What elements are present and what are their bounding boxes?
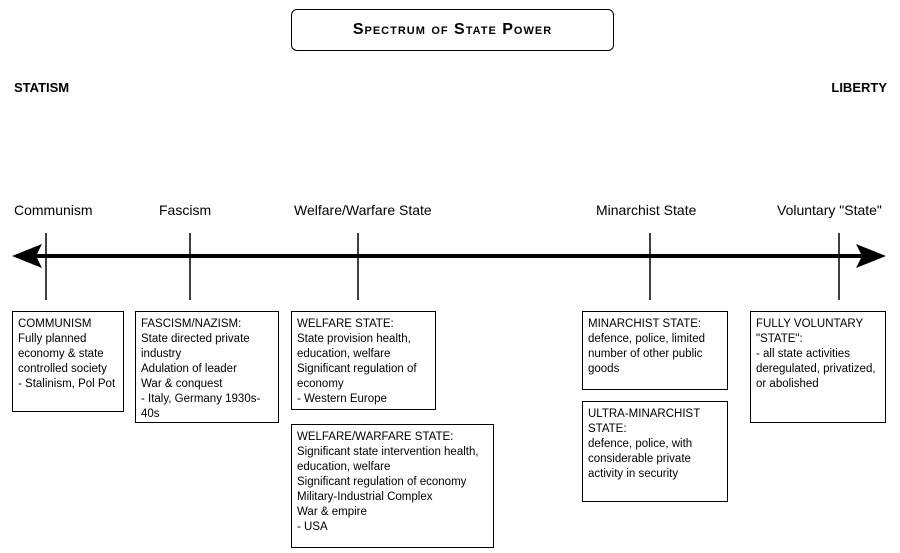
- box-communism-line: Fully planned economy & state controlled…: [18, 333, 107, 375]
- point-label-fascism: Fascism: [159, 202, 212, 218]
- point-label-minarchist: Minarchist State: [596, 202, 697, 218]
- box-warfare-line: - USA: [297, 521, 328, 533]
- box-voluntary-line: - all state activities deregulated, priv…: [756, 348, 876, 390]
- box-fascism-line: State directed private industry: [141, 333, 250, 360]
- box-minarchist-line: defence, police, limited number of other…: [588, 333, 705, 375]
- diagram-title: Spectrum of State Power: [291, 9, 614, 51]
- box-warfare-heading: WELFARE/WARFARE STATE:: [297, 431, 454, 443]
- box-voluntary-heading: FULLY VOLUNTARY "STATE":: [756, 318, 863, 345]
- box-fascism-line: War & conquest: [141, 378, 223, 390]
- box-welfare-line: Significant regulation of economy: [297, 363, 417, 390]
- arrowhead-left: [12, 244, 42, 268]
- box-warfare-line: Significant regulation of economy: [297, 476, 467, 488]
- box-communism-line: - Stalinism, Pol Pot: [18, 378, 116, 390]
- box-welfare-heading: WELFARE STATE:: [297, 318, 394, 330]
- box-ultra-minarchist-heading: ULTRA-MINARCHIST STATE:: [588, 408, 701, 435]
- box-communism-heading: COMMUNISM: [18, 318, 92, 330]
- point-label-communism: Communism: [14, 202, 93, 218]
- box-warfare-line: Significant state intervention health, e…: [297, 446, 479, 473]
- end-label-liberty: LIBERTY: [831, 80, 887, 95]
- box-ultra-minarchist: ULTRA-MINARCHIST STATE: defence, police,…: [582, 401, 728, 502]
- box-warfare: WELFARE/WARFARE STATE: Significant state…: [291, 424, 494, 548]
- point-label-welfare: Welfare/Warfare State: [294, 202, 432, 218]
- box-welfare: WELFARE STATE: State provision health, e…: [291, 311, 436, 410]
- box-fascism-line: Adulation of leader: [141, 363, 237, 375]
- box-welfare-line: - Western Europe: [297, 393, 387, 405]
- box-ultra-minarchist-line: defence, police, with considerable priva…: [588, 438, 693, 480]
- box-minarchist-heading: MINARCHIST STATE:: [588, 318, 702, 330]
- box-warfare-line: War & empire: [297, 506, 367, 518]
- box-voluntary: FULLY VOLUNTARY "STATE": - all state act…: [750, 311, 886, 423]
- box-warfare-line: Military-Industrial Complex: [297, 491, 433, 503]
- box-fascism: FASCISM/NAZISM: State directed private i…: [135, 311, 279, 423]
- end-label-statism: STATISM: [14, 80, 70, 95]
- arrowhead-right: [856, 244, 886, 268]
- box-fascism-heading: FASCISM/NAZISM:: [141, 318, 242, 330]
- box-communism: COMMUNISM Fully planned economy & state …: [12, 311, 124, 412]
- box-minarchist: MINARCHIST STATE: defence, police, limit…: [582, 311, 728, 390]
- point-label-voluntary: Voluntary "State": [777, 202, 882, 218]
- box-welfare-line: State provision health, education, welfa…: [297, 333, 411, 360]
- box-fascism-line: - Italy, Germany 1930s-40s: [141, 393, 261, 420]
